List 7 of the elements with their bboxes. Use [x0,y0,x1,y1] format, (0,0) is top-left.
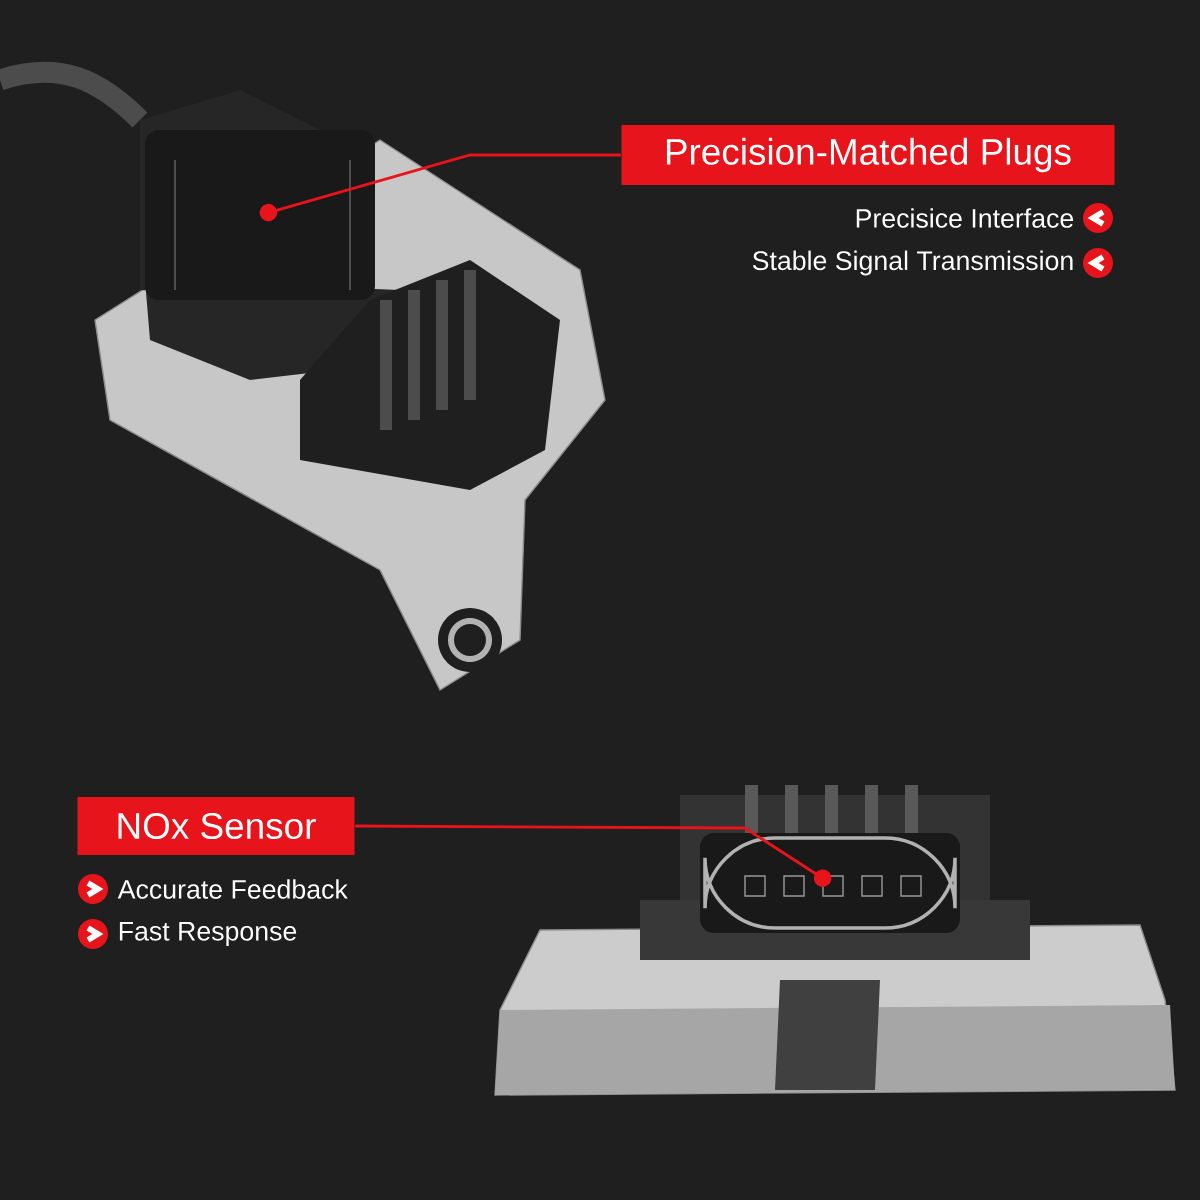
feature-text: Stable Signal Transmission [752,250,1073,276]
leader-line [355,824,832,887]
leader-line [259,153,621,222]
title-banner: Precision-Matched Plugs [621,125,1115,185]
title-banner: NOx Sensor [77,797,355,855]
plug-block [145,130,375,300]
feature-text: Fast Response [119,922,297,946]
